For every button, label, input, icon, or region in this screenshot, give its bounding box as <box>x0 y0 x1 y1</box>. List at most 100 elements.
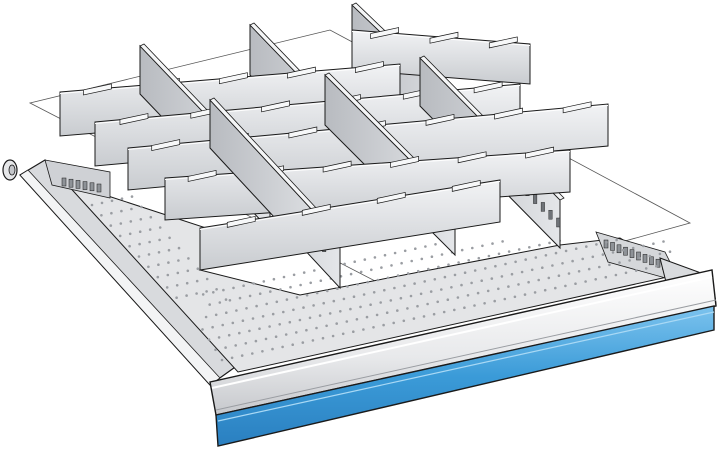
perforation-dot <box>537 278 540 282</box>
perforation-dot <box>130 207 133 211</box>
perforation-dot <box>268 325 271 328</box>
perforation-dot <box>264 337 268 341</box>
perforation-dot <box>284 333 288 336</box>
perforation-dot <box>302 271 306 274</box>
perforation-dot <box>443 275 447 279</box>
perforation-dot <box>457 261 460 264</box>
perforation-dot <box>139 218 143 221</box>
perforation-dot <box>365 315 369 319</box>
label-tab <box>226 215 256 228</box>
perforation-dot <box>234 344 237 347</box>
perforation-dot <box>581 257 584 261</box>
perforation-dot <box>261 350 264 353</box>
slot <box>655 258 661 268</box>
perforation-dot <box>214 313 218 317</box>
perforation-dot <box>217 336 221 339</box>
perforation-dot <box>281 345 284 349</box>
perforation-dot <box>235 309 238 312</box>
perforation-dot <box>214 348 217 352</box>
perforation-dot <box>534 256 538 259</box>
perforation-dot <box>433 278 437 281</box>
perforation-dot <box>577 270 581 273</box>
label-tab <box>451 179 481 192</box>
perforation-dot <box>466 294 470 297</box>
perforation-dot <box>434 243 437 246</box>
perforation-dot <box>648 254 652 258</box>
perforation-dot <box>201 293 205 296</box>
perforation-dot <box>383 288 386 292</box>
perforation-dot <box>158 238 161 242</box>
perforation-dot <box>424 245 427 248</box>
perforation-dot <box>156 275 160 279</box>
label-tab <box>288 126 318 139</box>
perforation-dot <box>322 301 326 305</box>
perforation-dot <box>248 294 252 298</box>
perforation-dot <box>177 246 181 250</box>
perforation-dot <box>248 329 251 333</box>
perforation-dot <box>292 308 295 312</box>
perforation-dot <box>185 294 188 297</box>
label-tab <box>429 31 459 44</box>
perforation-dot <box>523 293 527 296</box>
perforation-dot <box>305 328 308 332</box>
perforation-dot <box>442 310 446 314</box>
slot <box>533 194 538 204</box>
perforation-dot <box>321 336 325 340</box>
perforation-dot <box>285 298 289 301</box>
perforation-dot <box>491 242 494 245</box>
perforation-dot <box>224 298 228 301</box>
perforation-dot <box>594 278 597 281</box>
perforation-dot <box>427 267 430 271</box>
perforation-dot <box>254 339 258 343</box>
perforation-dot <box>403 249 407 253</box>
perforation-dot <box>385 311 389 315</box>
perforation-dot <box>514 260 517 264</box>
slot <box>636 251 641 261</box>
perforation-dot <box>140 205 143 209</box>
perforation-dot <box>507 250 511 253</box>
perforation-dot <box>530 268 534 272</box>
perforation-dot <box>331 334 335 338</box>
perforation-dot <box>148 240 151 244</box>
perforation-dot <box>420 257 424 261</box>
perforation-dot <box>279 288 282 291</box>
perforation-dot <box>359 270 363 274</box>
label-tab <box>219 72 248 85</box>
perforation-dot <box>187 257 190 260</box>
perforation-dot <box>463 271 467 275</box>
slot <box>642 254 648 263</box>
perforation-dot <box>426 302 429 306</box>
perforation-dot <box>567 272 571 275</box>
perforation-dot <box>487 254 491 258</box>
perforation-dot <box>513 295 517 299</box>
perforation-dot <box>138 242 141 246</box>
perforation-dot <box>195 292 198 295</box>
perforation-dot <box>157 251 161 254</box>
perforation-dot <box>379 301 383 304</box>
perforation-dot <box>494 264 497 268</box>
perforation-dot <box>362 328 365 331</box>
perforation-dot <box>363 258 367 261</box>
perforation-dot <box>289 285 292 289</box>
perforation-dot <box>195 279 199 283</box>
perforation-dot <box>486 289 490 293</box>
label-tab <box>355 61 384 73</box>
perforation-dot <box>447 263 450 267</box>
perforation-dot <box>598 265 601 269</box>
perforation-dot <box>305 293 309 297</box>
perforation-dot <box>211 325 214 329</box>
perforation-dot <box>218 301 222 304</box>
label-tab <box>494 107 523 120</box>
perforation-dot <box>335 322 339 325</box>
perforation-dot <box>608 263 611 267</box>
perforation-dot <box>346 285 349 288</box>
perforation-dot <box>272 277 276 281</box>
perforation-dot <box>412 317 416 320</box>
perforation-dot <box>110 211 113 215</box>
perforation-dot <box>422 315 426 318</box>
perforation-dot <box>416 304 419 308</box>
perforation-dot <box>207 338 211 341</box>
perforation-dot <box>120 197 124 200</box>
perforation-dot <box>410 259 414 263</box>
